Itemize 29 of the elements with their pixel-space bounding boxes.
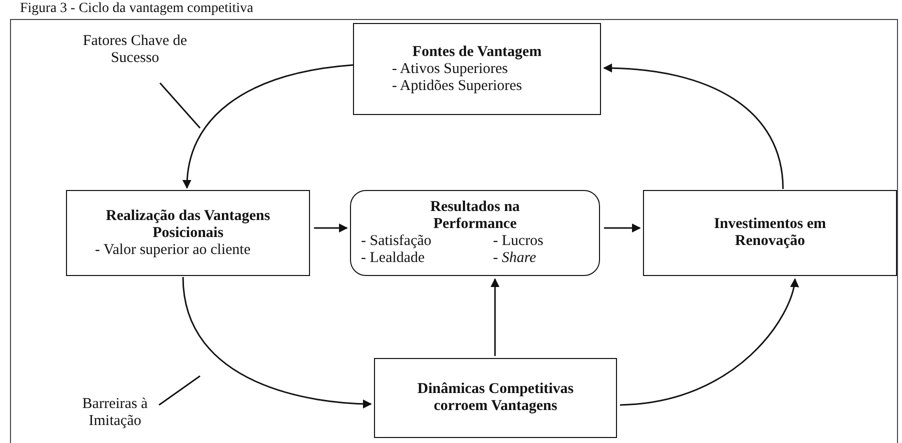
arrow [314,224,348,232]
leader-line [158,375,200,406]
box-heading: Dinâmicas Competitivas corroem Vantagens [416,381,575,415]
annotation-text: Fatores Chave de Sucesso [82,33,188,67]
box-heading: Fontes de Vantagem [412,44,542,60]
box-heading: Realização das Vantagens Posicionais [104,208,272,242]
arrow [620,278,798,406]
list-item: - Lealdade [361,250,426,267]
box-heading: Investimentos em Renovação [712,216,828,250]
arrow [603,64,784,190]
leader-line [159,82,201,128]
investment-box [643,190,897,276]
list-item: - Share [492,250,538,267]
list-item: - Valor superior ao cliente [94,242,252,258]
list-item: - Ativos Superiores [391,60,509,78]
source-box [353,23,601,115]
arrow [490,278,500,356]
list-item: - Aptidões Superiores [391,78,523,94]
dynamics-box [374,358,617,438]
results-box [350,190,600,276]
annotation-text: Barreiras à Imitação [81,396,149,430]
realization-box [66,190,310,276]
figure-title: Figura 3 - Ciclo da vantagem competitiva [20,0,254,17]
list-item: - Lucros [492,233,544,250]
list-item: - Satisfação [361,233,432,250]
arrow [182,276,372,408]
arrow [604,224,641,232]
box-heading: Resultados na Performance [429,199,521,233]
arrow [182,64,354,189]
